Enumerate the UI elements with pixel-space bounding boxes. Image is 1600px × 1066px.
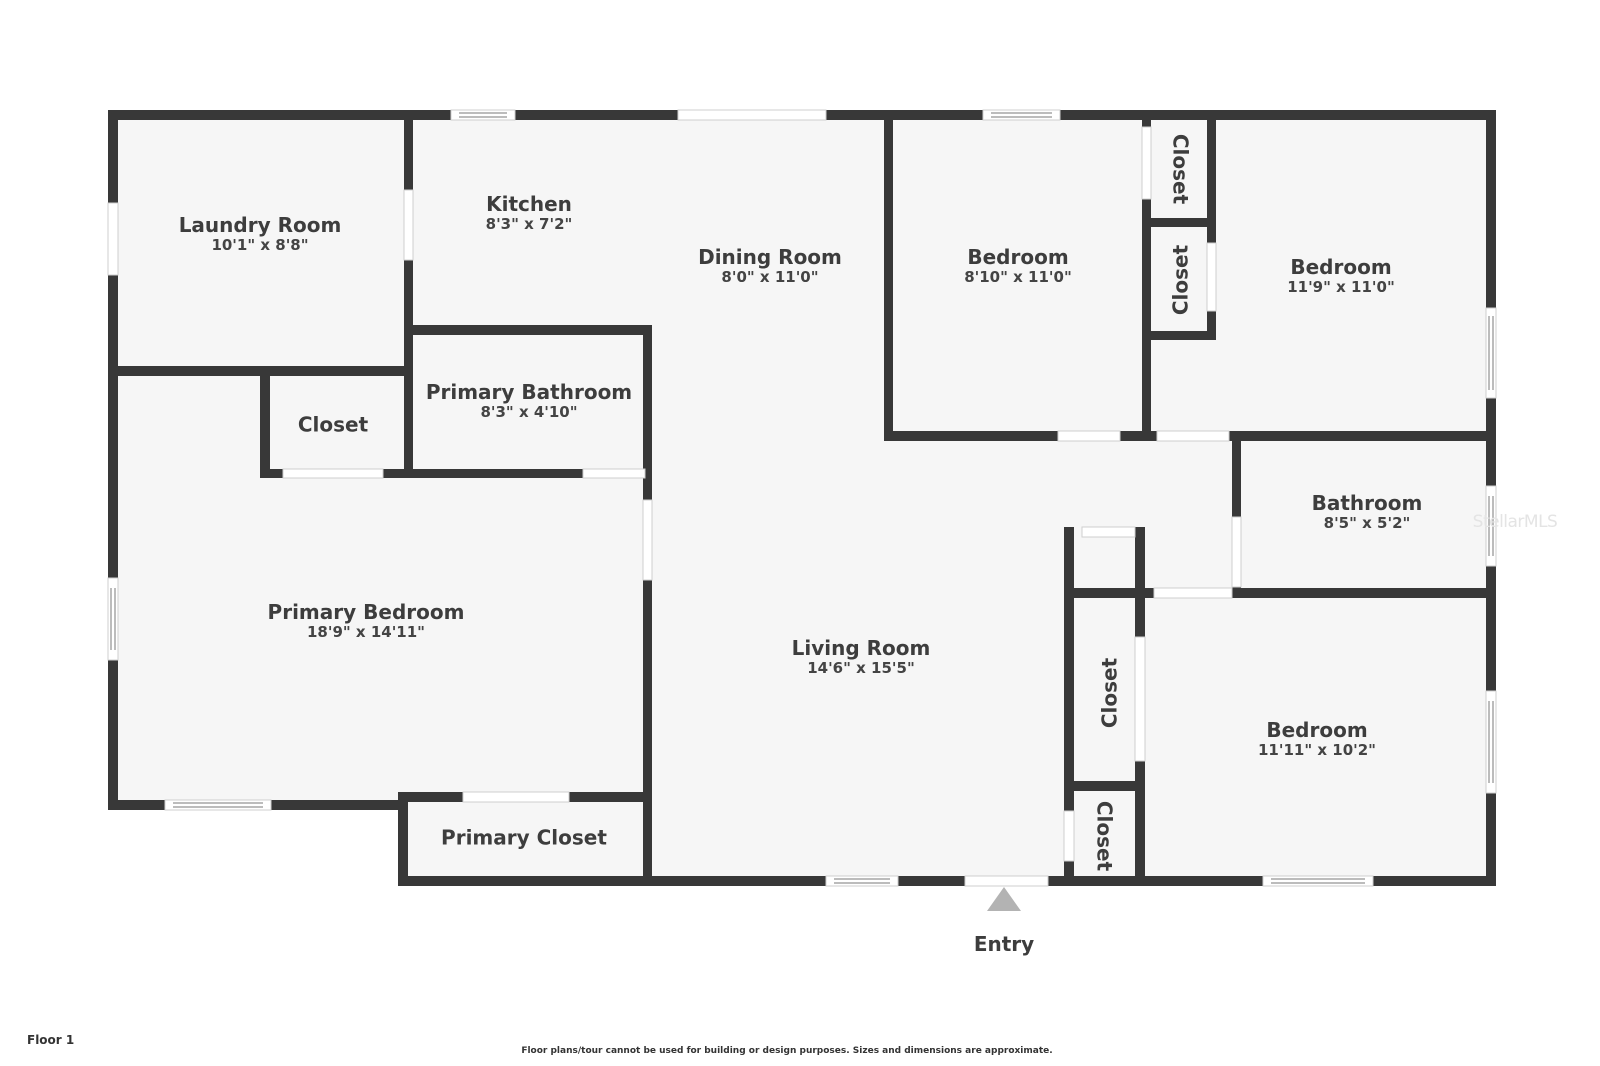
entry-arrow-icon <box>987 887 1021 911</box>
room-label-closet-top-2: Closet <box>1168 244 1193 316</box>
window-living-bottom <box>825 875 899 887</box>
room-dimensions: 18'9" x 14'11" <box>306 622 425 641</box>
room-label-primary-closet: Primary Closet <box>441 825 607 850</box>
floor-label: Floor 1 <box>27 1033 75 1047</box>
room-name: Primary Bedroom <box>267 599 465 624</box>
disclaimer-text: Floor plans/tour cannot be used for buil… <box>521 1046 1053 1056</box>
room-dimensions: 11'11" x 10'2" <box>1258 740 1376 759</box>
room-label-closet-right-1: Closet <box>1097 657 1122 729</box>
room-name: Dining Room <box>698 244 842 269</box>
window-bedroom1-top <box>982 109 1061 121</box>
room-label-living-room: Living Room 14'6" x 15'5" <box>791 635 931 677</box>
room-label-closet-top-1: Closet <box>1168 133 1193 205</box>
room-name: Closet <box>297 412 369 437</box>
room-dimensions: 8'5" x 5'2" <box>1323 513 1411 532</box>
entry-label: Entry <box>973 932 1035 956</box>
room-label-primary-bedroom: Primary Bedroom 18'9" x 14'11" <box>267 599 465 641</box>
room-dimensions: 8'0" x 11'0" <box>721 267 819 286</box>
room-name: Bedroom <box>1266 717 1368 742</box>
room-dimensions: 14'6" x 15'5" <box>807 658 915 677</box>
watermark: StellarMLS <box>1472 512 1558 532</box>
doorways <box>107 109 1242 887</box>
room-name: Closet <box>1092 800 1117 872</box>
room-name: Primary Bathroom <box>425 379 633 404</box>
window-bedroom2-right <box>1485 307 1497 399</box>
room-name: Closet <box>1097 657 1122 729</box>
room-dimensions: 8'3" x 7'2" <box>485 214 573 233</box>
window-kitchen-top <box>450 109 516 121</box>
room-name: Closet <box>1168 244 1193 316</box>
room-label-bedroom-3: Bedroom 11'11" x 10'2" <box>1258 717 1376 759</box>
room-name: Bedroom <box>1290 254 1392 279</box>
room-name: Living Room <box>791 635 931 660</box>
room-name: Bathroom <box>1311 490 1423 515</box>
room-name: Kitchen <box>486 191 572 216</box>
room-dimensions: 8'10" x 11'0" <box>964 267 1072 286</box>
room-label-primary-bathroom: Primary Bathroom 8'3" x 4'10" <box>425 379 633 421</box>
windows <box>107 109 1497 887</box>
room-label-dining-room: Dining Room 8'0" x 11'0" <box>698 244 842 286</box>
window-bedroom3-right <box>1485 690 1497 794</box>
room-dimensions: 10'1" x 8'8" <box>211 235 309 254</box>
floor-fill <box>108 112 1494 882</box>
window-primary-bedroom-left <box>107 577 119 661</box>
room-label-closet-left: Closet <box>297 412 369 437</box>
room-dimensions: 11'9" x 11'0" <box>1287 277 1395 296</box>
room-label-closet-right-2: Closet <box>1092 800 1117 872</box>
room-name: Closet <box>1168 133 1193 205</box>
window-bathroom-right <box>1485 485 1497 567</box>
window-primary-bedroom-bottom <box>164 799 272 811</box>
room-name: Primary Closet <box>441 825 607 850</box>
room-label-bedroom-1: Bedroom 8'10" x 11'0" <box>964 244 1072 286</box>
room-dimensions: 8'3" x 4'10" <box>480 402 578 421</box>
room-label-laundry-room: Laundry Room 10'1" x 8'8" <box>178 212 342 254</box>
room-label-bathroom: Bathroom 8'5" x 5'2" <box>1311 490 1423 532</box>
room-label-kitchen: Kitchen 8'3" x 7'2" <box>485 191 573 233</box>
window-bedroom3-bottom <box>1262 875 1374 887</box>
room-name: Laundry Room <box>178 212 342 237</box>
room-name: Bedroom <box>967 244 1069 269</box>
room-label-bedroom-2: Bedroom 11'9" x 11'0" <box>1287 254 1395 296</box>
